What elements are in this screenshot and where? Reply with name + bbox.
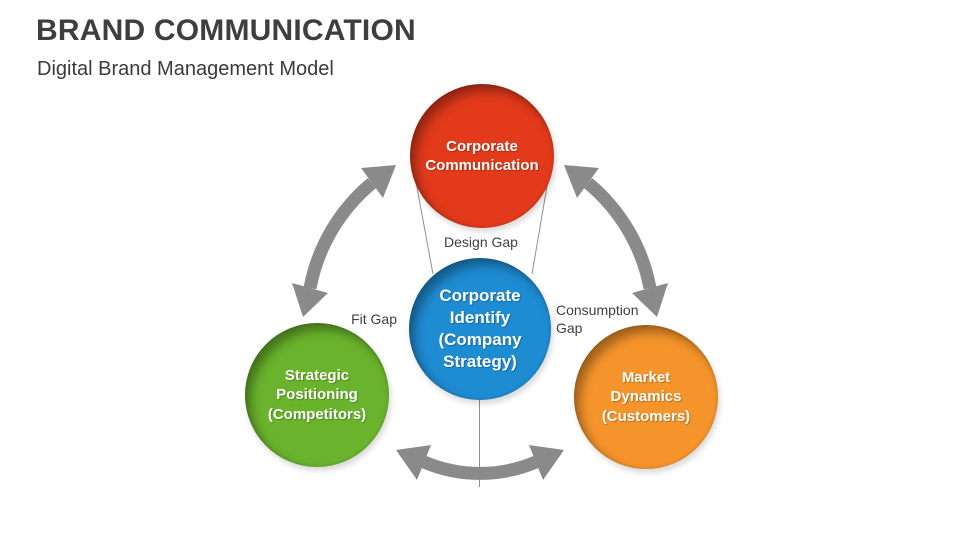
fit-gap-label: Fit Gap: [351, 311, 397, 327]
page-title: BRAND COMMUNICATION: [36, 14, 416, 47]
arrowhead-left-icon: [396, 445, 431, 480]
node-corporate-identify: Corporate Identify (Company Strategy): [409, 258, 551, 400]
node-label: Corporate Identify (Company Strategy): [438, 285, 522, 372]
page-subtitle: Digital Brand Management Model: [37, 58, 334, 80]
design-gap-label: Design Gap: [444, 234, 518, 250]
arrowhead-upright-icon: [361, 165, 396, 198]
cycle-arrow-bottom: [396, 445, 564, 480]
arrow-shaft: [421, 455, 539, 480]
cycle-arrow-left: [292, 165, 396, 317]
node-label: Corporate Communication: [425, 137, 539, 174]
node-corporate-communication: Corporate Communication: [410, 84, 554, 228]
node-label: Strategic Positioning (Competitors): [267, 367, 367, 423]
node-market-dynamics: Market Dynamics (Customers): [574, 325, 718, 469]
consumption-gap-label: Consumption Gap: [556, 302, 639, 336]
cycle-arrow-right: [564, 165, 668, 317]
arrow-shaft: [303, 177, 377, 290]
arrow-shaft: [583, 177, 657, 290]
arrowhead-right-icon: [529, 445, 564, 480]
node-label: Market Dynamics (Customers): [601, 369, 691, 425]
node-strategic-positioning: Strategic Positioning (Competitors): [245, 323, 389, 467]
arrowhead-upleft-icon: [564, 165, 599, 198]
